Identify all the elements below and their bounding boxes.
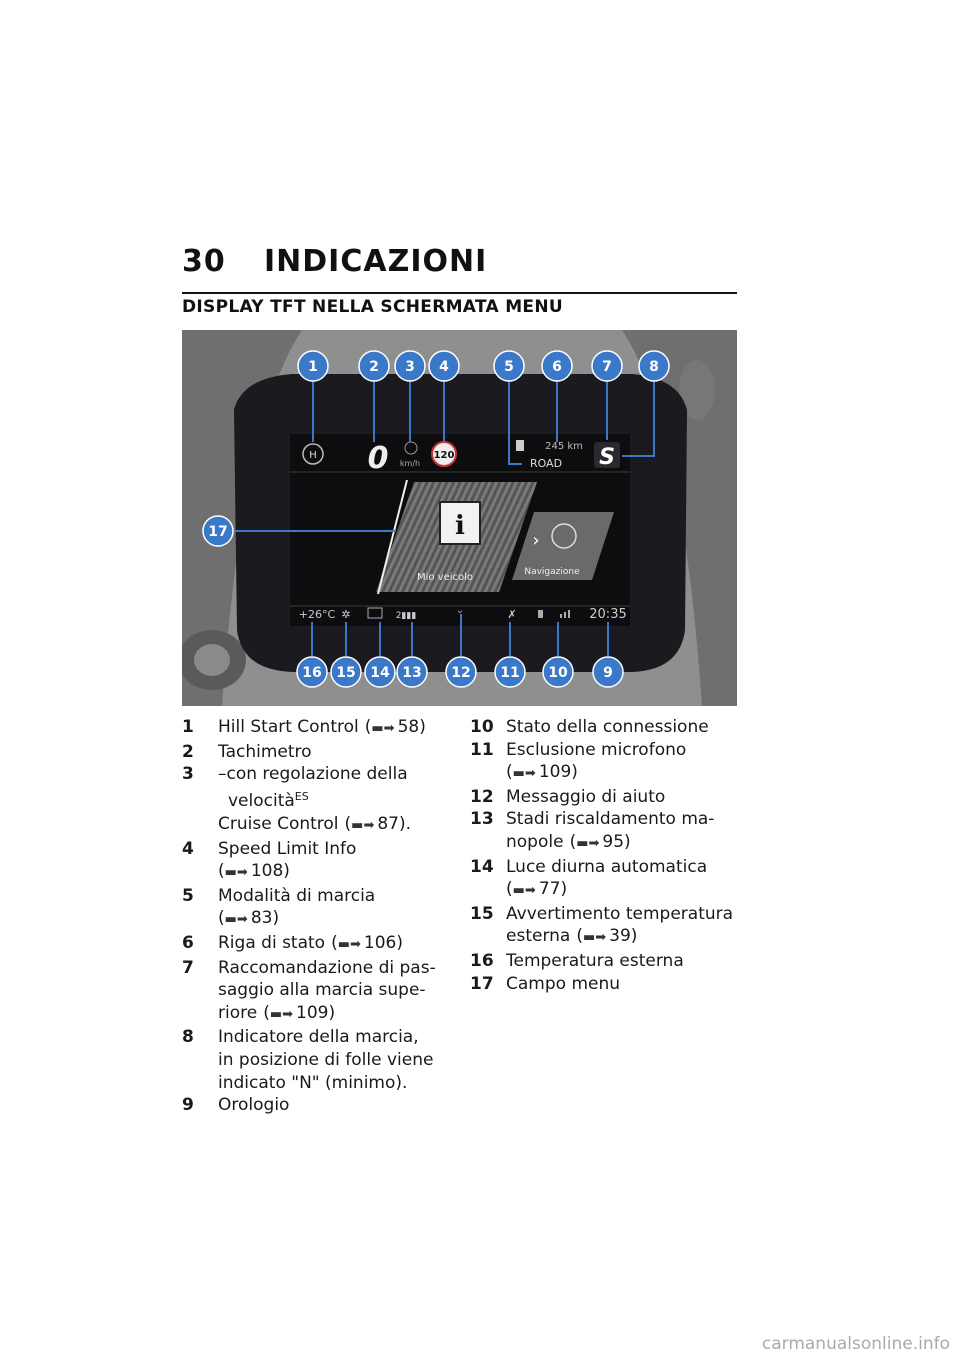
legend-item: 5 Modalità di marcia(▬➡83) <box>182 885 442 932</box>
chapter-title: INDICAZIONI <box>264 244 488 279</box>
svg-text:16: 16 <box>302 665 321 681</box>
info-icon <box>439 501 481 545</box>
legend-item: 8 Indicatore della marcia,in posizione d… <box>182 1027 434 1093</box>
menu-label-navigazione: Navigazione <box>524 567 580 577</box>
svg-text:6: 6 <box>552 359 562 375</box>
svg-text:2: 2 <box>369 359 379 375</box>
legend-left-column: 1 Hill Start Control(▬➡58) 2 Tachimetro … <box>182 716 442 1117</box>
page-ref-arrow-icon: ▬➡ <box>269 1006 294 1022</box>
menu-tile-navigazione <box>512 512 614 580</box>
svg-text:17: 17 <box>208 524 227 540</box>
svg-text:8: 8 <box>649 359 659 375</box>
mic-mute-icon: ✗ <box>507 608 516 621</box>
legend-item: 2 Tachimetro <box>182 741 312 762</box>
callout-8 <box>638 350 670 382</box>
speed-unit: km/h <box>400 459 420 468</box>
legend-item: 7 Raccomandazione di pas-saggio alla mar… <box>182 957 442 1027</box>
svg-text:4: 4 <box>439 359 449 375</box>
outside-temperature: +26°C <box>299 608 336 621</box>
callout-14 <box>364 656 396 688</box>
svg-text:7: 7 <box>602 359 612 375</box>
callout-7 <box>591 350 623 382</box>
phone-connection-icon <box>538 610 543 618</box>
chevron-right-icon: › <box>532 530 539 551</box>
callout-1 <box>297 350 329 382</box>
svg-text:9: 9 <box>603 665 613 681</box>
legend-item: 13 Stadi riscaldamento ma-nopole(▬➡95) <box>470 808 740 855</box>
legend-item: 9 Orologio <box>182 1095 290 1116</box>
callout-3 <box>394 350 426 382</box>
page-ref-arrow-icon: ▬➡ <box>576 835 600 851</box>
svg-text:H: H <box>309 450 317 461</box>
svg-text:13: 13 <box>402 665 421 681</box>
page-header: 30 INDICAZIONI <box>182 244 487 279</box>
legend-right-column: 10 Stato della connessione 11 Esclusione… <box>470 716 740 995</box>
menu-label-mio-veicolo: Mio veicolo <box>417 572 473 583</box>
callout-15 <box>330 656 362 688</box>
watermark: carmanualsonline.info <box>761 1334 950 1354</box>
callout-4 <box>428 350 460 382</box>
legend-item: 16 Temperatura esterna <box>470 950 684 971</box>
svg-text:12: 12 <box>451 665 470 681</box>
page-number: 30 <box>182 244 226 279</box>
page-ref-arrow-icon: ▬➡ <box>224 912 248 928</box>
hill-start-icon <box>302 443 324 465</box>
callout-13 <box>396 656 428 688</box>
svg-text:3: 3 <box>405 359 415 375</box>
page-ref-arrow-icon: ▬➡ <box>371 721 395 736</box>
svg-text:11: 11 <box>500 665 519 681</box>
help-chevron-icon: ⌄ <box>456 605 464 616</box>
svg-text:10: 10 <box>548 665 568 681</box>
legend-item: 17 Campo menu <box>470 973 621 994</box>
callout-5 <box>493 350 525 382</box>
fuel-icon <box>516 440 524 451</box>
legend-item: 12 Messaggio di aiuto <box>470 786 666 807</box>
page-ref-arrow-icon: ▬➡ <box>337 937 361 952</box>
legend-item: 4 Speed Limit Info(▬➡108) <box>182 838 442 885</box>
legend-item: 11 Esclusione microfono(▬➡109) <box>470 739 740 786</box>
callout-17 <box>202 515 234 547</box>
legend-item: 1 Hill Start Control(▬➡58) <box>182 716 442 741</box>
gear-indicator: S <box>599 445 615 470</box>
legend-item: 6 Riga di stato(▬➡106) <box>182 932 442 957</box>
page-ref-arrow-icon: ▬➡ <box>512 883 536 899</box>
daylight-icon <box>367 607 383 619</box>
callout-11 <box>494 656 526 688</box>
tft-display-illustration: H 0 km/h 120 245 km ROAD S i Mio veicolo… <box>182 330 737 706</box>
header-rule <box>182 292 737 294</box>
svg-text:5: 5 <box>504 359 514 375</box>
callout-6 <box>541 350 573 382</box>
page-ref-arrow-icon: ▬➡ <box>351 818 375 834</box>
callout-2 <box>358 350 390 382</box>
page-ref-arrow-icon: ▬➡ <box>224 865 248 881</box>
speed-readout: 0 <box>368 441 389 476</box>
svg-text:i: i <box>455 511 465 541</box>
navigation-icon <box>551 523 577 549</box>
page-ref-arrow-icon: ▬➡ <box>512 766 536 782</box>
legend-item: 10 Stato della connessione <box>470 717 709 737</box>
section-title: DISPLAY TFT NELLA SCHERMATA MENU <box>182 297 563 317</box>
svg-text:14: 14 <box>370 665 390 681</box>
page-ref-arrow-icon: ▬➡ <box>582 930 607 946</box>
tft-display-photo: H 0 km/h 120 245 km ROAD S i Mio veicolo… <box>182 330 737 706</box>
speed-limit-value: 120 <box>434 450 455 461</box>
callout-9 <box>592 656 624 688</box>
legend-item: 14 Luce diurna automatica(▬➡77) <box>470 856 740 903</box>
svg-text:1: 1 <box>308 359 318 375</box>
grip-heating-icon: 2▮▮▮ <box>396 611 417 621</box>
svg-text:15: 15 <box>336 665 355 681</box>
callout-16 <box>296 656 328 688</box>
range-readout: 245 km <box>545 441 583 452</box>
clock-readout: 20:35 <box>589 607 626 622</box>
callout-12 <box>445 656 477 688</box>
riding-mode: ROAD <box>530 457 562 470</box>
callout-10 <box>542 656 574 688</box>
frost-warning-icon: ✲ <box>341 608 350 621</box>
